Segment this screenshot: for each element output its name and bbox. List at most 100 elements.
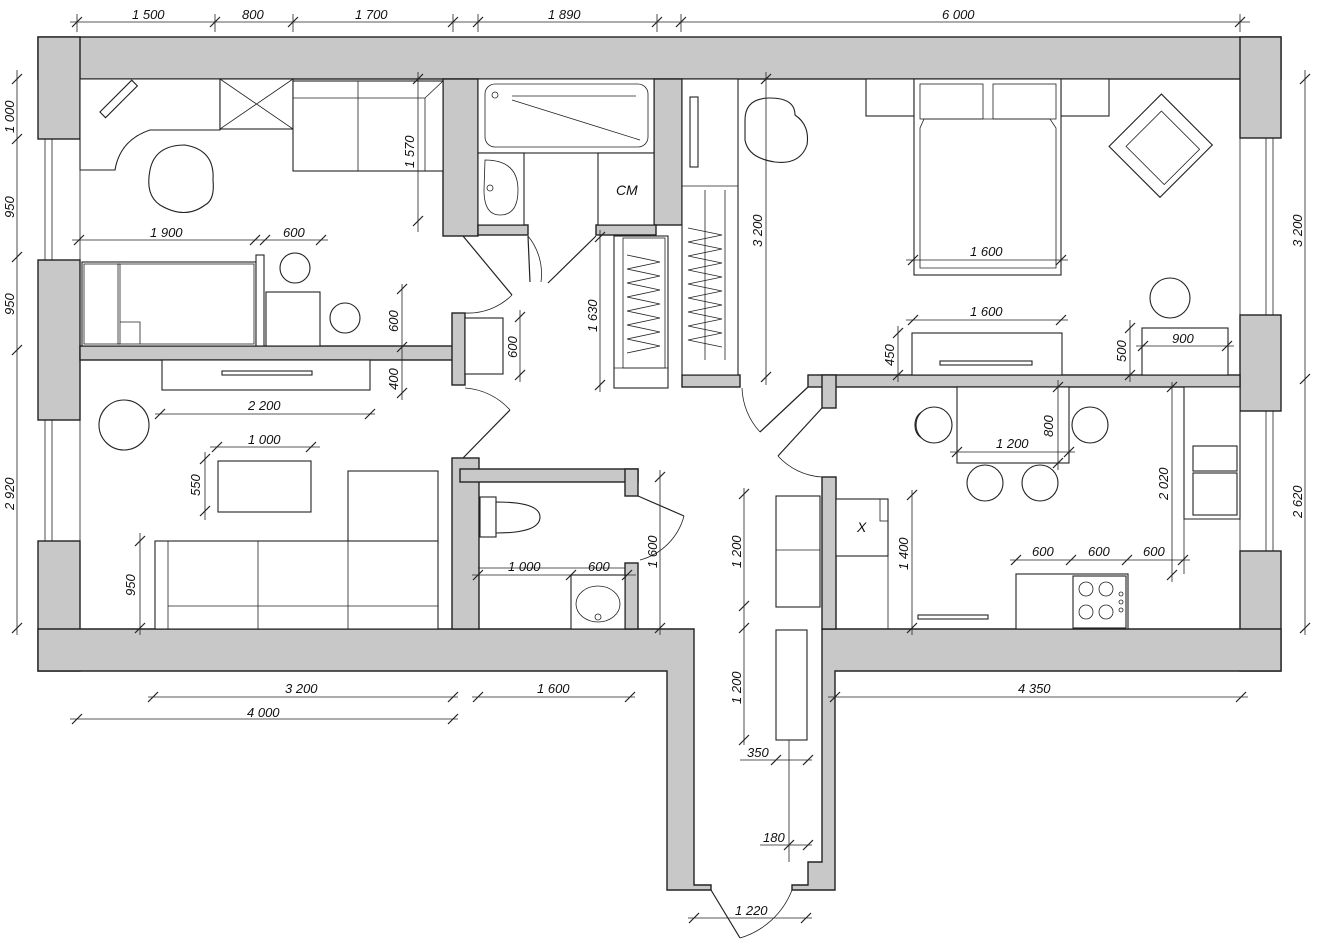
wall-bottom-left [37, 628, 712, 891]
wall-bedroom-kitchen [807, 374, 1241, 388]
sofa-living [154, 540, 439, 630]
dining-table [956, 386, 1070, 464]
living-round-table [98, 399, 150, 451]
dining-chair-2 [1071, 406, 1109, 444]
dim-bedroom-2: 1 600 [970, 244, 1003, 259]
furniture: СМ [79, 78, 1241, 862]
wall-top [37, 36, 1282, 80]
dim-top-2: 800 [242, 7, 264, 22]
dim-kitchen-7: 600 [1143, 544, 1165, 559]
dim-bedroom-1: 3 200 [750, 214, 765, 247]
dimension-lines [11, 14, 1311, 924]
dim-left-2: 950 [2, 196, 17, 218]
dim-bedroom2-5: 600 [505, 336, 520, 358]
wall-partition-a [451, 312, 466, 386]
dim-bottom-4: 4 350 [1018, 681, 1051, 696]
dim-kitchen-3: 2 020 [1156, 467, 1171, 501]
toilet-tank [479, 496, 497, 538]
wall-bedroom2-living [79, 345, 456, 361]
bedroom-round-table [1149, 277, 1191, 319]
wall-left-mid [37, 259, 81, 421]
dim-kitchen-1: 800 [1041, 415, 1056, 437]
kitchen-sink [1192, 445, 1238, 472]
dim-bedroom-6: 900 [1172, 331, 1194, 346]
wardrobe-a [613, 235, 669, 389]
fridge-label: X [856, 519, 867, 535]
dim-bedroom2-3: 600 [283, 225, 305, 240]
dim-bedroom-4: 450 [882, 344, 897, 366]
wall-kitchen-left [821, 476, 837, 630]
dim-kitchen-2: 1 200 [996, 436, 1029, 451]
dim-corridor-2: 1 200 [729, 671, 744, 704]
dim-corridor-3: 350 [747, 745, 769, 760]
washing-machine [597, 152, 655, 226]
dim-living-3: 550 [188, 474, 203, 496]
corridor-cabinet [775, 495, 821, 608]
pouf [329, 302, 361, 334]
corridor-rack [775, 629, 808, 741]
dim-living-4: 950 [123, 574, 138, 596]
sofa-bedroom2 [292, 80, 444, 172]
washer-label: СМ [616, 182, 638, 198]
dim-left-1: 1 000 [2, 100, 17, 133]
wall-bedroom-left [681, 374, 741, 388]
dim-right-1: 3 200 [1290, 214, 1305, 247]
dim-living-2: 1 000 [248, 432, 281, 447]
dim-kitchen-6: 600 [1088, 544, 1110, 559]
wall-living-right [451, 457, 480, 630]
stove [1072, 575, 1127, 629]
nightstand-left [865, 78, 915, 117]
dim-left-4: 2 920 [2, 477, 17, 511]
hall-cabinet [464, 317, 504, 375]
bathtub [477, 78, 655, 154]
double-bed [913, 78, 1062, 276]
bed-single [81, 261, 257, 347]
dim-bedroom2-4: 600 [386, 310, 401, 332]
nightstand-right [1060, 78, 1110, 117]
dim-top-4: 1 890 [548, 7, 581, 22]
wall-wc-right [624, 562, 639, 630]
dimension-labels: 1 500 800 1 700 1 890 6 000 1 000 950 95… [2, 7, 1305, 918]
desk-chair [148, 144, 214, 214]
dim-wc-3: 1 600 [645, 535, 660, 568]
dim-left-3: 950 [2, 293, 17, 315]
wall-kitchen-left-stub [821, 374, 837, 409]
wall-bath-bottom-b [595, 224, 657, 236]
dim-wc-1: 1 000 [508, 559, 541, 574]
dim-corridor-1: 1 200 [729, 535, 744, 568]
toilet [495, 501, 541, 534]
dim-top-1: 1 500 [132, 7, 165, 22]
dim-bottom-1: 3 200 [285, 681, 318, 696]
dresser [1141, 327, 1229, 376]
wall-bath-right [653, 78, 683, 226]
doors [462, 235, 823, 939]
fridge [835, 498, 889, 557]
wall-left-top [37, 36, 81, 140]
dim-bedroom2-1: 1 570 [402, 135, 417, 168]
armchair-living [347, 470, 439, 544]
nightstand-lamp [279, 252, 311, 284]
walls [37, 36, 1282, 891]
dim-bedroom2-2: 1 900 [150, 225, 183, 240]
wall-right-mid [1239, 314, 1282, 412]
dim-bedroom-3: 1 600 [970, 304, 1003, 319]
dim-wc-2: 600 [588, 559, 610, 574]
dim-entry: 1 220 [735, 903, 768, 918]
dim-bottom-3: 1 600 [537, 681, 570, 696]
dim-living-1: 2 200 [247, 398, 281, 413]
wall-wc-top [459, 468, 639, 483]
dim-kitchen-5: 600 [1032, 544, 1054, 559]
desk-small [265, 291, 321, 347]
wall-bottom-right [791, 628, 1282, 891]
dim-bedroom2-6: 400 [386, 368, 401, 390]
dim-kitchen-4: 1 400 [896, 537, 911, 570]
wall-wc-topstub [624, 468, 639, 497]
bath-sink [477, 152, 525, 226]
bedroom-armchair [1108, 93, 1214, 199]
dim-bedroom-5: 500 [1114, 340, 1129, 362]
tv-stand-bedroom [911, 332, 1063, 376]
coffee-table [217, 460, 312, 513]
vanity-chair [744, 97, 809, 163]
dim-top-5: 6 000 [942, 7, 975, 22]
wall-bedroom2-right [442, 78, 479, 237]
